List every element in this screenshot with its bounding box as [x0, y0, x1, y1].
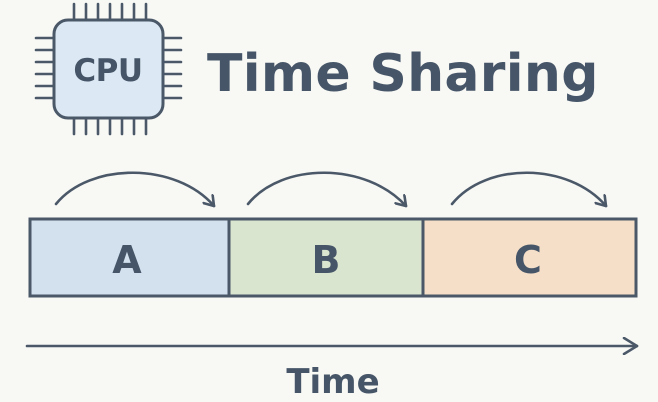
cpu-pins	[34, 2, 183, 136]
cpu-chip-icon: CPU	[34, 2, 183, 136]
segment-label-c: C	[514, 238, 542, 282]
cpu-body	[52, 18, 165, 120]
page-title: Time Sharing	[207, 44, 599, 104]
bar-outline	[28, 217, 638, 298]
switch-arrow-c	[450, 171, 608, 208]
segment-label-a: A	[112, 238, 142, 282]
cpu-label: CPU	[73, 53, 142, 89]
segment-label-b: B	[312, 238, 341, 282]
time-axis-label: Time	[286, 362, 379, 402]
switch-arrows	[54, 171, 608, 208]
segment-b	[229, 219, 423, 296]
time-slices-bar: A B C	[28, 217, 638, 298]
segment-a	[30, 219, 229, 296]
segment-c	[423, 219, 636, 296]
switch-arrow-b	[246, 171, 408, 208]
switch-arrow-a	[54, 171, 216, 208]
